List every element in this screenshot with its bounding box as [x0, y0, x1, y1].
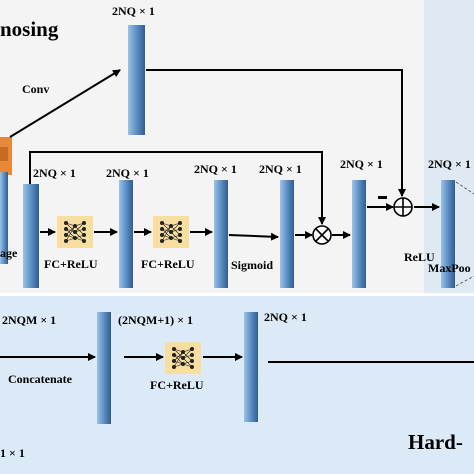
dim-bottom-output: 2NQ × 1	[264, 310, 307, 324]
relu-output-vector	[441, 180, 455, 288]
fc1-output-vector	[119, 180, 133, 288]
sigmoid-label: Sigmoid	[231, 258, 274, 272]
multiply-cross-glyph	[315, 228, 329, 242]
dim-fc1-output: 2NQ × 1	[106, 166, 149, 180]
feature-denoising-title: nosing	[0, 17, 59, 41]
dim-conv-output: 2NQ × 1	[112, 4, 155, 18]
maxpool-label: MaxPoo	[428, 261, 471, 275]
dim-sigmoid-output: 2NQ × 1	[259, 162, 302, 176]
arrow-sigmoid	[228, 232, 279, 241]
bottom-fc-output-vector	[244, 312, 258, 422]
sigmoid-output-vector	[280, 180, 294, 288]
panel-divider	[0, 293, 474, 296]
hard-decision-title: Hard-	[408, 430, 463, 454]
add-plus-glyph	[394, 198, 412, 216]
dim-multiply-output: 2NQ × 1	[340, 157, 383, 171]
maxpool-dashes	[455, 181, 474, 287]
dim-relu-output: 2NQ × 1	[428, 157, 471, 171]
dim-bottom-input: 2NQM × 1	[2, 313, 57, 327]
minus-sign-mark	[378, 196, 387, 199]
relu-label: ReLU	[404, 250, 435, 264]
concat-vector	[97, 312, 111, 424]
fc2-output-vector	[214, 180, 228, 288]
concatenate-label: Concatenate	[8, 372, 72, 386]
fc-input-vector	[23, 184, 39, 288]
multiply-output-vector	[352, 180, 366, 288]
fc-relu-1-label: FC+ReLU	[44, 257, 98, 271]
fc-relu-2-label: FC+ReLU	[141, 257, 195, 271]
fc-relu-3-label: FC+ReLU	[150, 378, 204, 392]
input-image-block-inner	[0, 147, 8, 161]
skip-connection-to-multiply	[29, 151, 326, 225]
dim-bottom-mid: (2NQM+1) × 1	[118, 313, 193, 327]
conv-to-add-connection	[146, 69, 406, 197]
conv-label: Conv	[22, 82, 50, 96]
image-label-fragment: age	[0, 246, 18, 260]
conv-output-vector	[128, 25, 145, 135]
conv-arrow	[9, 69, 121, 138]
input-image-bar	[0, 172, 8, 264]
hard-decision-panel	[0, 295, 474, 474]
dim-fc-input: 2NQ × 1	[33, 166, 76, 180]
dim-bottom-left-fragment: 1 × 1	[0, 446, 25, 460]
dim-fc2-output: 2NQ × 1	[194, 162, 237, 176]
